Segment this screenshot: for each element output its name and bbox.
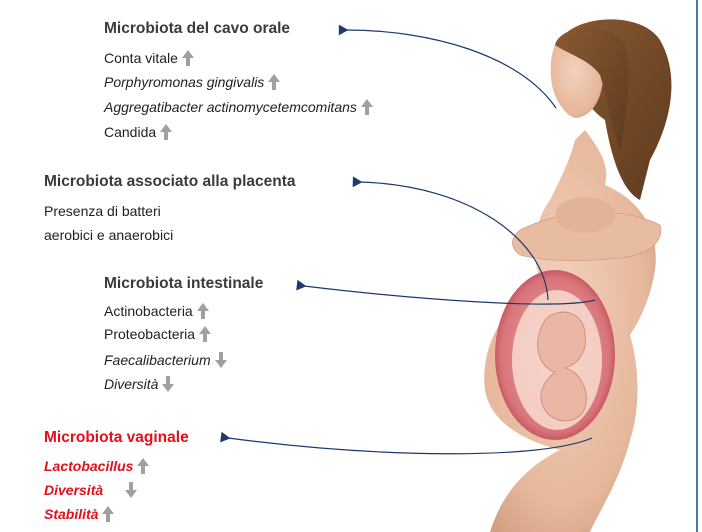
arrow-down-icon: [162, 376, 174, 395]
arrow-up-icon: [160, 124, 172, 143]
vaginal-item-1: Lactobacillus: [44, 458, 149, 477]
arrow-up-icon: [197, 303, 209, 322]
vaginal-item-3: Stabilità: [44, 506, 114, 525]
vaginal-title: Microbiota vaginale: [44, 429, 189, 447]
gut-item-1: Actinobacteria: [104, 303, 209, 322]
arrow-up-icon: [268, 74, 280, 93]
arrow-up-icon: [361, 99, 373, 118]
arrow-up-icon: [182, 50, 194, 69]
arrow-placenta: [360, 182, 548, 300]
vaginal-item-2: Diversità: [44, 482, 137, 501]
placenta-title: Microbiota associato alla placenta: [44, 173, 296, 191]
arrow-down-icon: [125, 482, 137, 501]
arrow-down-icon: [215, 352, 227, 371]
placenta-line-2: aerobici e anaerobici: [44, 227, 173, 243]
gut-item-3: Faecalibacterium: [104, 352, 227, 371]
oral-title: Microbiota del cavo orale: [104, 20, 290, 38]
gut-title: Microbiota intestinale: [104, 275, 263, 293]
arrow-up-icon: [137, 458, 149, 477]
arrow-oral: [346, 30, 556, 108]
oral-item-3: Aggregatibacter actinomycetemcomitans: [104, 99, 373, 118]
oral-item-1: Conta vitale: [104, 50, 194, 69]
arrow-vaginal: [228, 438, 592, 454]
placenta-line-1: Presenza di batteri: [44, 203, 161, 219]
oral-item-2: Porphyromonas gingivalis: [104, 74, 280, 93]
arrow-up-icon: [199, 326, 211, 345]
gut-item-4: Diversità: [104, 376, 174, 395]
arrow-gut: [304, 286, 595, 304]
arrow-up-icon: [102, 506, 114, 525]
oral-item-4: Candida: [104, 124, 172, 143]
gut-item-2: Proteobacteria: [104, 326, 211, 345]
